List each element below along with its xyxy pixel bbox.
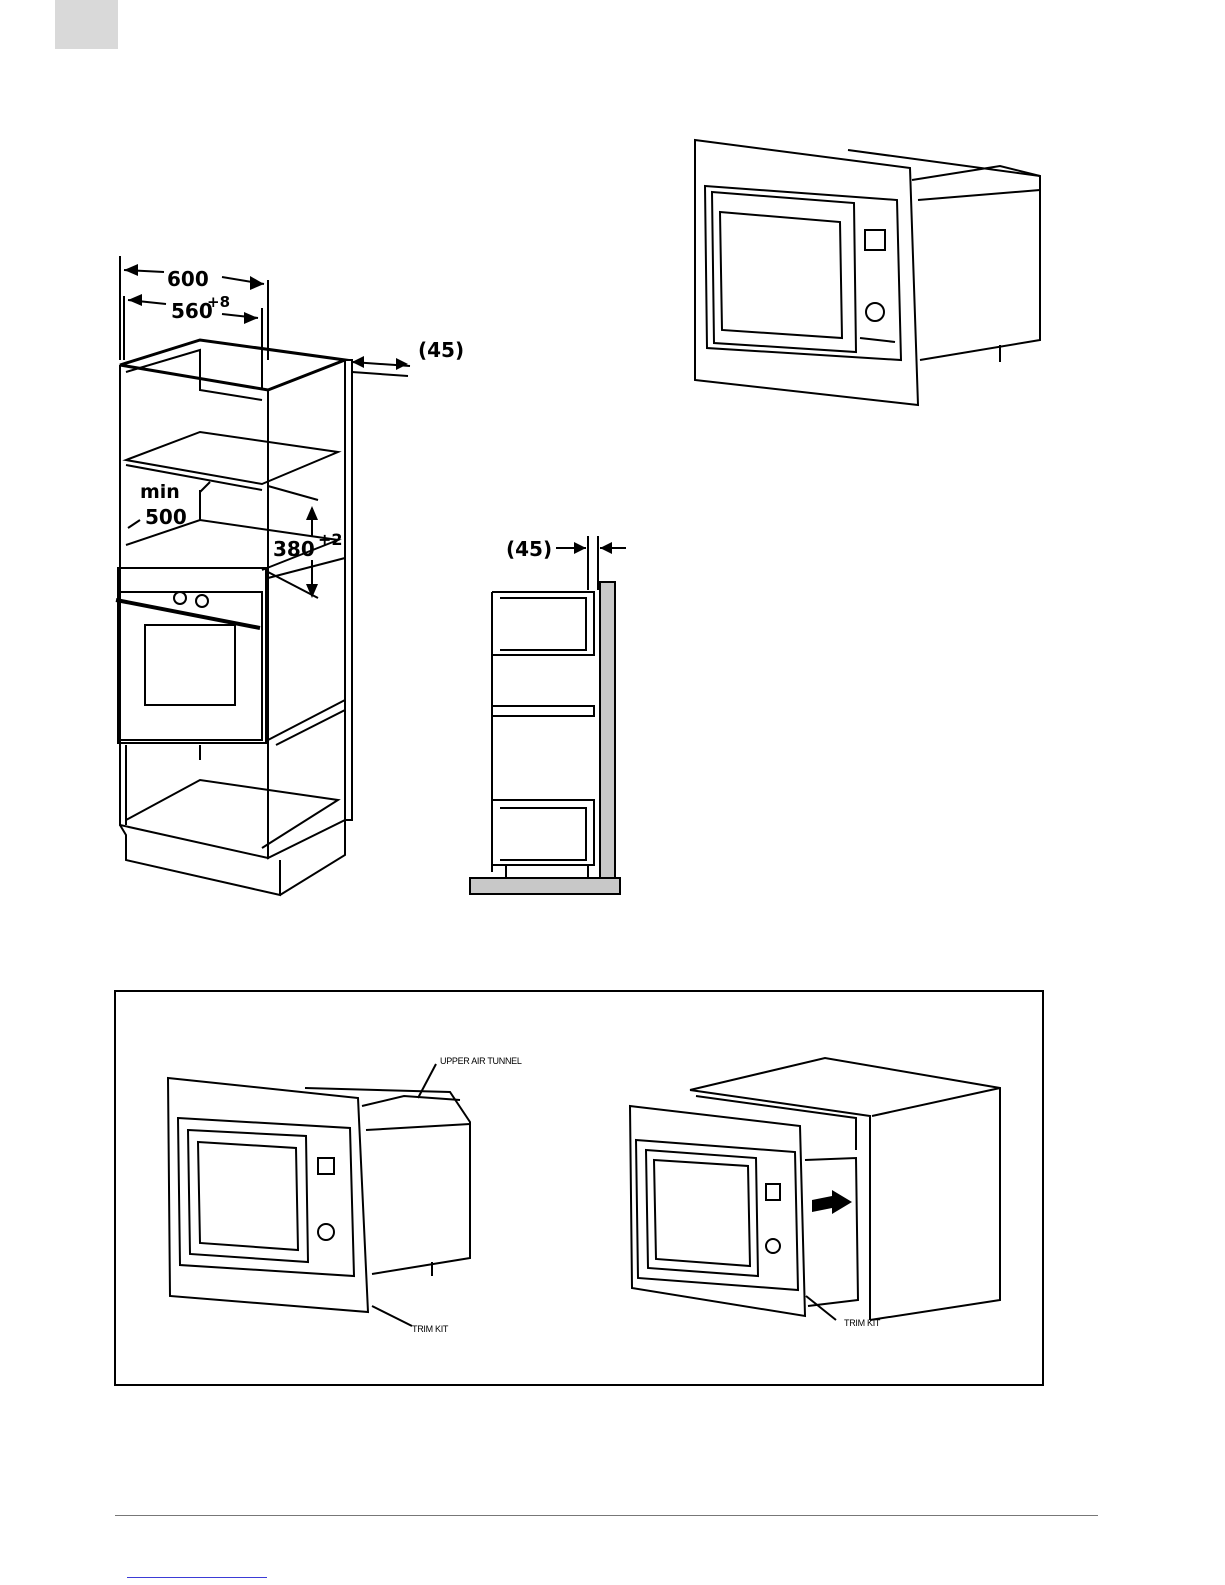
upper-air-tunnel-label: UPPER AIR TUNNEL — [440, 1056, 522, 1066]
footer-link-underline[interactable] — [127, 1577, 267, 1578]
trim-kit-right-label: TRIM KIT — [844, 1318, 881, 1328]
trim-kit-left-label: TRIM KIT — [412, 1324, 449, 1334]
footer-rule — [115, 1515, 1098, 1516]
